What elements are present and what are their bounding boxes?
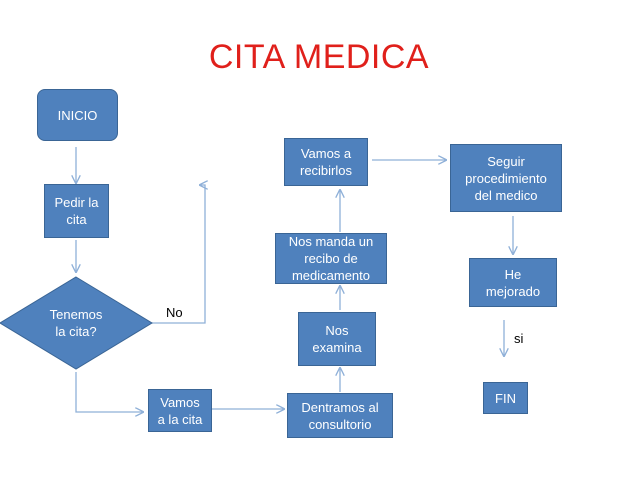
label-no: No xyxy=(166,305,183,320)
node-vamos-cita: Vamos a la cita xyxy=(148,389,212,432)
node-inicio: INICIO xyxy=(37,89,118,141)
node-inicio-label: INICIO xyxy=(57,107,98,123)
node-vamos-cita-label: Vamos a la cita xyxy=(157,394,203,427)
node-dentramos-consultorio: Dentramos al consultorio xyxy=(287,393,393,438)
node-vamos-recibirlos-label: Vamos a recibirlos xyxy=(299,146,352,178)
decision-diamond xyxy=(0,276,153,370)
arrow-tenemos-to-vamos xyxy=(75,372,143,412)
node-recibo-medicamento: Nos manda un recibo de medicamento xyxy=(275,233,387,284)
node-seguir-procedimiento: Seguir procedimiento del medico xyxy=(450,144,562,212)
node-seguir-procedimiento-label: Seguir procedimiento del medico xyxy=(465,153,547,203)
node-he-mejorado: He mejorado xyxy=(469,258,557,307)
label-si: si xyxy=(514,331,524,346)
node-tenemos-cita-label: Tenemos la cita? xyxy=(49,307,103,339)
node-pedir-cita-label: Pedir la cita xyxy=(54,195,99,227)
node-recibo-medicamento-label: Nos manda un recibo de medicamento xyxy=(288,234,374,283)
node-fin-label: FIN xyxy=(495,390,516,406)
node-nos-examina: Nos examina xyxy=(298,312,376,366)
node-vamos-recibirlos: Vamos a recibirlos xyxy=(284,138,368,186)
node-dentramos-consultorio-label: Dentramos al consultorio xyxy=(301,399,379,432)
node-nos-examina-label: Nos examina xyxy=(312,323,362,355)
arrow-no-loop xyxy=(150,185,205,324)
node-he-mejorado-label: He mejorado xyxy=(485,266,541,299)
page-title: CITA MEDICA xyxy=(208,38,430,76)
node-fin: FIN xyxy=(483,382,528,414)
node-pedir-cita: Pedir la cita xyxy=(44,184,109,238)
